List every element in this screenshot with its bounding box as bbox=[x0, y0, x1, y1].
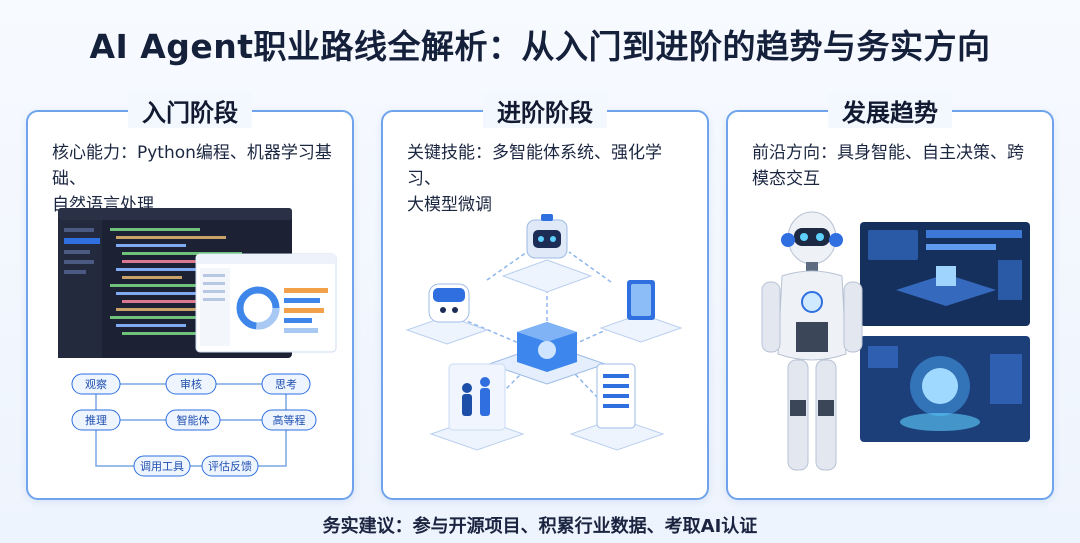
panel-trend-desc-line1: 前沿方向：具身智能、自主决策、跨 bbox=[752, 143, 1024, 163]
robot-head-icon bbox=[405, 283, 489, 345]
cube-icon bbox=[487, 322, 607, 385]
document-stack-icon bbox=[599, 280, 683, 343]
flow-node-label: 思考 bbox=[275, 378, 297, 391]
panel-trend-title: 发展趋势 bbox=[828, 93, 952, 128]
server-icon bbox=[569, 363, 665, 451]
hologram-dashboard-icon bbox=[860, 222, 1030, 326]
dashboard-window-icon bbox=[195, 253, 337, 353]
flow-connectors bbox=[95, 383, 287, 467]
panel-trend-desc: 前沿方向：具身智能、自主决策、跨 模态交互 bbox=[752, 140, 1038, 192]
panel-advanced-stage: 进阶阶段 关键技能：多智能体系统、强化学习、 大模型微调 bbox=[381, 93, 709, 500]
flow-node: 观察 bbox=[71, 373, 121, 395]
flow-node-label: 调用工具 bbox=[140, 460, 184, 473]
flow-node: 审核 bbox=[165, 373, 217, 395]
panel-advanced-desc: 关键技能：多智能体系统、强化学习、 大模型微调 bbox=[407, 140, 693, 218]
humanoid-robot-icon bbox=[761, 211, 863, 471]
flow-node-label: 审核 bbox=[180, 377, 202, 391]
flow-node: 思考 bbox=[261, 373, 311, 395]
flow-node-label: 推理 bbox=[85, 413, 107, 427]
panel-entry-stage: 入门阶段 核心能力：Python编程、机器学习基础、 自然语言处理 bbox=[26, 93, 354, 500]
advanced-illustration bbox=[405, 214, 683, 451]
robot-head-icon bbox=[501, 214, 593, 293]
panel-advanced-title: 进阶阶段 bbox=[483, 93, 607, 128]
panel-advanced-desc-line2: 大模型微调 bbox=[407, 195, 492, 215]
entry-illustration: 观察 审核 思考 推理 智能体 高等程 调用工具 评估反馈 bbox=[58, 208, 337, 477]
panel-entry-title: 入门阶段 bbox=[128, 93, 252, 128]
panel-trend-desc-line2: 模态交互 bbox=[752, 169, 820, 189]
hologram-dashboard-icon bbox=[860, 336, 1030, 442]
flow-node-label: 智能体 bbox=[177, 413, 210, 427]
panel-entry-desc-line1: 核心能力：Python编程、机器学习基础、 bbox=[52, 143, 332, 189]
flow-node: 推理 bbox=[71, 409, 121, 431]
trend-illustration bbox=[761, 211, 1030, 471]
page-title: AI Agent职业路线全解析：从入门到进阶的趋势与务实方向 bbox=[89, 27, 991, 66]
flow-node-label: 评估反馈 bbox=[208, 460, 252, 473]
flow-node: 评估反馈 bbox=[201, 455, 259, 477]
panel-trend: 发展趋势 前沿方向：具身智能、自主决策、跨 模态交互 bbox=[726, 93, 1054, 500]
flow-node: 智能体 bbox=[165, 409, 221, 431]
flow-node: 高等程 bbox=[261, 409, 317, 431]
panel-advanced-desc-line1: 关键技能：多智能体系统、强化学习、 bbox=[407, 143, 662, 189]
flow-node-label: 高等程 bbox=[273, 413, 306, 427]
network-connectors bbox=[454, 251, 642, 419]
people-icon bbox=[429, 363, 525, 451]
flow-node: 调用工具 bbox=[133, 455, 191, 477]
flow-node-label: 观察 bbox=[85, 377, 107, 391]
footer-advice: 务实建议：参与开源项目、积累行业数据、考取AI认证 bbox=[322, 516, 758, 537]
